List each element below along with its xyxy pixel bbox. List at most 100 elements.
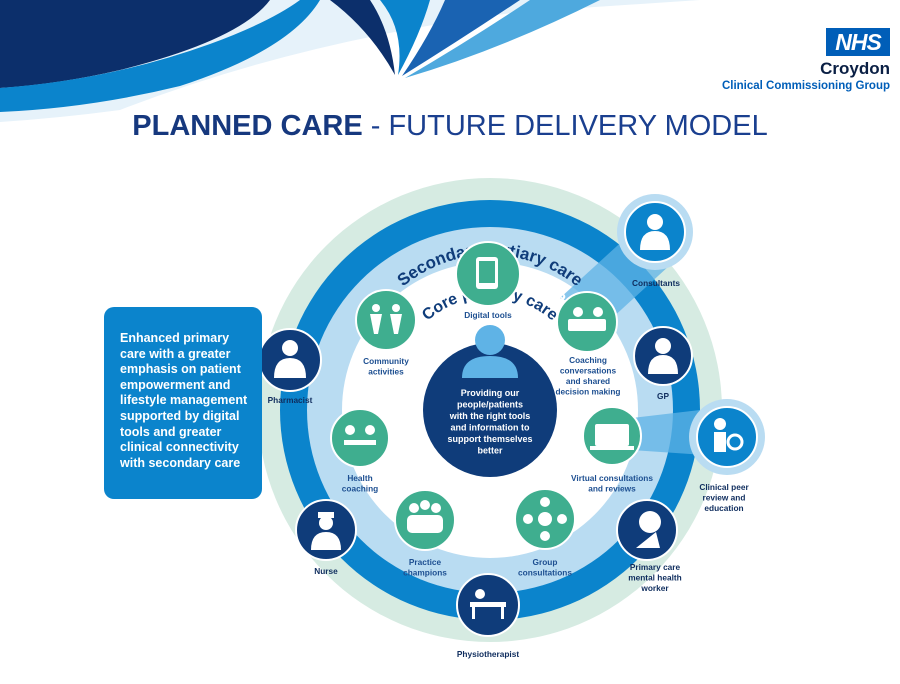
group-circle-icon xyxy=(523,497,567,541)
callout-line-2: care with a greater xyxy=(120,347,252,363)
community-label-line: activities xyxy=(368,367,404,377)
group-label-line: consultations xyxy=(518,568,572,578)
callout-line-3: emphasis on patient xyxy=(120,362,241,377)
callout-rest: with a greater xyxy=(145,346,231,361)
org-subtitle: Clinical Commissioning Group xyxy=(721,80,890,92)
physio-label-line: Physiotherapist xyxy=(457,649,519,659)
node-physio: Physiotherapist xyxy=(456,573,520,659)
pharmacist-icon xyxy=(274,340,306,378)
mental-health-label-line: Primary care xyxy=(630,562,681,572)
nhs-logo: NHS xyxy=(826,28,890,56)
health-label-line: coaching xyxy=(342,484,378,494)
doctor-icon xyxy=(648,338,678,374)
virtual-label-line: Virtual consultations xyxy=(571,473,653,483)
health-label-line: Health xyxy=(347,473,372,483)
practice-label-line: champions xyxy=(403,568,447,578)
swoosh-blue xyxy=(0,0,320,112)
person-icon xyxy=(462,325,518,378)
center-text-line: better xyxy=(477,446,503,456)
community-label-line: Community xyxy=(363,356,409,366)
svg-text:Nurse: Nurse xyxy=(314,566,338,576)
mental-health-label-line: mental health xyxy=(628,573,681,583)
consultant-icon xyxy=(640,214,670,250)
consultants-label-line: Consultants xyxy=(632,278,680,288)
laptop-icon xyxy=(595,424,629,446)
swoosh-fan-1 xyxy=(330,0,395,75)
practice-label-line: Practice xyxy=(409,557,442,567)
node-gp: GP xyxy=(633,326,693,401)
coaching-label-line: conversations xyxy=(560,366,617,376)
swoosh-fan-4 xyxy=(405,0,600,78)
callout-line-8: clinical connectivity xyxy=(120,440,239,455)
svg-text:Digital tools: Digital tools xyxy=(464,310,512,320)
clinical-peer-label-line: review and xyxy=(703,493,746,503)
brain-head-icon xyxy=(636,511,661,548)
svg-text:Pharmacist: Pharmacist xyxy=(268,395,313,405)
center-text-line: and information to xyxy=(451,423,530,433)
center-text-line: support themselves xyxy=(447,434,532,444)
callout-line-5: lifestyle management xyxy=(120,393,248,408)
peer-review-icon xyxy=(714,418,744,452)
title-rest: - FUTURE DELIVERY MODEL xyxy=(362,110,768,142)
physio-table-icon xyxy=(470,589,506,619)
conversation-icon xyxy=(344,425,376,445)
center-text-line: with the right tools xyxy=(449,411,531,421)
clinical-peer-label-line: Clinical peer xyxy=(699,482,749,492)
swoosh-fan-2 xyxy=(380,0,430,75)
svg-text:Consultants: Consultants xyxy=(632,278,680,288)
swoosh-navy xyxy=(0,0,270,88)
org-name: Croydon xyxy=(820,59,890,78)
callout-line-9: with secondary care xyxy=(120,455,241,470)
callout-line-1: Enhanced primary xyxy=(120,331,230,345)
svg-text:Physiotherapist: Physiotherapist xyxy=(457,649,519,659)
nurse-label-line: Nurse xyxy=(314,566,338,576)
team-icon xyxy=(407,500,443,533)
header-swoosh xyxy=(0,0,700,122)
gp-label-line: GP xyxy=(657,391,669,401)
callout-line-4: empowerment and xyxy=(120,377,231,392)
virtual-label-line: and reviews xyxy=(588,484,636,494)
coaching-label-line: Coaching xyxy=(569,355,607,365)
svg-text:GP: GP xyxy=(657,391,669,401)
pharmacist-label-line: Pharmacist xyxy=(268,395,313,405)
meeting-icon xyxy=(568,307,606,331)
digital-tools-label-line: Digital tools xyxy=(464,310,512,320)
nurse-icon xyxy=(311,512,341,550)
swoosh-fan-3 xyxy=(402,0,520,76)
clinical-peer-label-line: education xyxy=(704,503,743,513)
node-nurse: Nurse xyxy=(295,499,357,576)
node-consultants: Consultants xyxy=(617,194,693,288)
exercise-icon xyxy=(370,304,402,334)
group-label-line: Group xyxy=(533,557,558,567)
title-bold: PLANNED CARE xyxy=(132,110,363,142)
coaching-label-line: and shared xyxy=(566,376,610,386)
beam-clinical-peer xyxy=(632,410,705,455)
callout-lead2: care xyxy=(120,346,146,361)
callout-line-6: supported by digital xyxy=(120,408,240,423)
center-circle xyxy=(423,343,557,477)
center-text-line: Providing our xyxy=(461,388,520,398)
node-digital-tools: Digital tools xyxy=(455,241,521,320)
enhanced-care-callout: Enhanced primary care with a greater emp… xyxy=(104,307,262,499)
center-text-line: people/patients xyxy=(457,400,523,410)
page-title: PLANNED CARE - FUTURE DELIVERY MODEL xyxy=(0,108,900,144)
callout-line-7: tools and greater xyxy=(120,424,222,439)
mental-health-label-line: worker xyxy=(640,583,669,593)
